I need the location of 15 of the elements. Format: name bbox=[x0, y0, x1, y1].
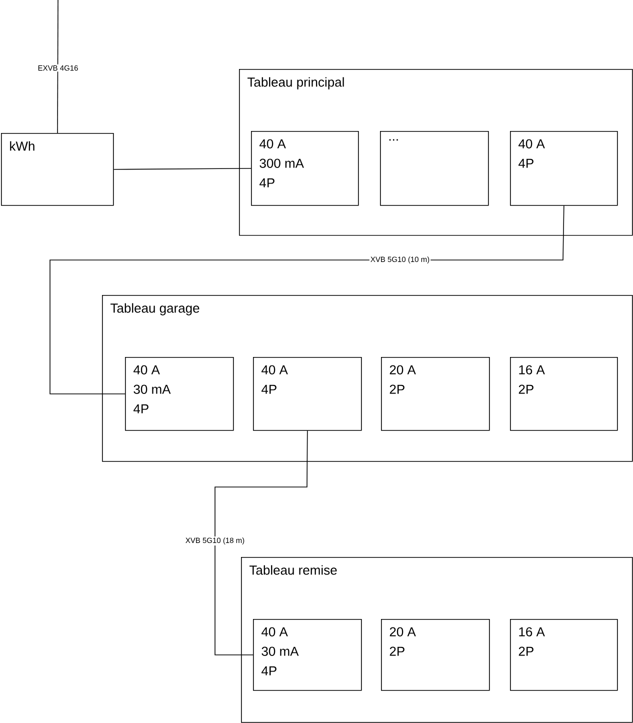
breaker-box: 16 A 2P bbox=[510, 357, 618, 431]
cable-line bbox=[57, 0, 58, 134]
breaker-box: ... bbox=[380, 131, 489, 206]
breaker-box: 40 A 300 mA 4P bbox=[251, 131, 359, 206]
breaker-box: 40 A 30 mA 4P bbox=[125, 357, 234, 431]
cable-line bbox=[50, 205, 564, 394]
cable-line bbox=[214, 430, 308, 656]
breaker-box: 40 A 4P bbox=[510, 131, 618, 206]
breaker-box: 20 A 2P bbox=[381, 357, 490, 431]
breaker-box: 16 A 2P bbox=[510, 619, 618, 691]
breaker-box: 40 A 4P bbox=[253, 357, 362, 431]
breaker-box: 40 A 30 mA 4P bbox=[253, 619, 362, 691]
breaker-box: 20 A 2P bbox=[381, 619, 490, 691]
cable-line bbox=[113, 168, 252, 170]
meter-box: kWh bbox=[1, 133, 114, 206]
